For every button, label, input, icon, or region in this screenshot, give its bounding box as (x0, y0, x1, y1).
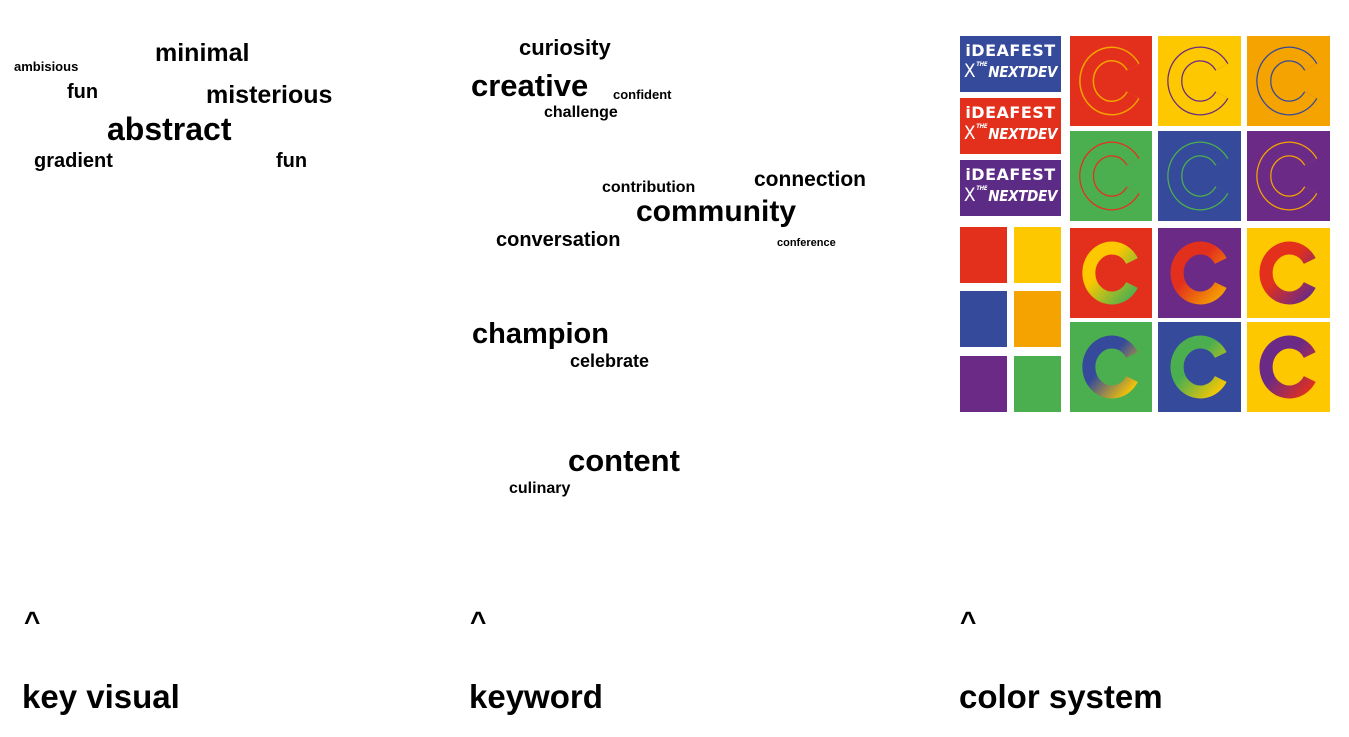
swatch-orange (1014, 291, 1061, 347)
key-visual-word-gradient: gradient (34, 150, 113, 172)
letter-c-gradient-icon (1070, 228, 1152, 318)
keyword-challenge: challenge (544, 104, 618, 121)
letter-c-outline-icon (1247, 36, 1330, 126)
key-visual-word-fun: fun (67, 81, 99, 103)
keyword-confident: confident (613, 87, 672, 102)
ideafest-logo-purple: iDEAFEST XTHENEXTDEV (960, 160, 1061, 216)
outline-c-tile-purple (1247, 131, 1330, 221)
letter-c-outline-icon (1070, 36, 1152, 126)
letter-c-gradient-icon (1070, 322, 1152, 412)
letter-c-gradient-icon (1158, 228, 1241, 318)
letter-c-gradient-icon (1158, 322, 1241, 412)
swatch-green (1014, 356, 1061, 412)
keyword-connection: connection (754, 168, 867, 191)
keyword-label: keyword (469, 678, 603, 715)
gradient-c-tile-yellow-2 (1247, 322, 1330, 412)
swatch-yellow (1014, 227, 1061, 283)
ideafest-logo-red: iDEAFEST XTHENEXTDEV (960, 98, 1061, 154)
key-visual-word-abstract: abstract (107, 111, 232, 147)
outline-c-tile-blue (1158, 131, 1241, 221)
key-visual-caret: ^ (24, 606, 41, 637)
outline-c-tile-red (1070, 36, 1152, 126)
outline-c-tile-yellow (1158, 36, 1241, 126)
keyword-contribution: contribution (602, 179, 696, 196)
color-system-caret: ^ (960, 606, 977, 637)
ideafest-logo-blue: iDEAFEST XTHENEXTDEV (960, 36, 1061, 92)
letter-c-gradient-icon (1247, 228, 1330, 318)
keyword-curiosity: curiosity (519, 35, 611, 60)
keyword-creative: creative (471, 68, 589, 103)
keyword-caret: ^ (470, 606, 487, 637)
swatch-purple (960, 356, 1007, 412)
keyword-conference: conference (777, 237, 836, 249)
keyword-celebrate: celebrate (570, 351, 650, 371)
gradient-c-tile-yellow (1247, 228, 1330, 318)
gradient-c-tile-green (1070, 322, 1152, 412)
keyword-champion: champion (472, 318, 609, 350)
outline-c-tile-orange (1247, 36, 1330, 126)
color-system-label: color system (959, 678, 1163, 715)
keyword-culinary: culinary (509, 480, 571, 497)
gradient-c-tile-red (1070, 228, 1152, 318)
key-visual-word-misterious: misterious (206, 81, 333, 109)
keyword-community: community (636, 195, 797, 228)
gradient-c-tile-purple (1158, 228, 1241, 318)
letter-c-gradient-icon (1247, 322, 1330, 412)
letter-c-outline-icon (1247, 131, 1330, 221)
swatch-blue (960, 291, 1007, 347)
keyword-conversation: conversation (496, 229, 621, 251)
letter-c-outline-icon (1070, 131, 1152, 221)
letter-c-outline-icon (1158, 131, 1241, 221)
swatch-red (960, 227, 1007, 283)
keyword-content: content (568, 443, 680, 478)
key-visual-word-ambisious: ambisious (14, 59, 79, 74)
key-visual-label: key visual (22, 678, 180, 715)
key-visual-word-minimal: minimal (155, 39, 250, 67)
letter-c-outline-icon (1158, 36, 1241, 126)
gradient-c-tile-blue (1158, 322, 1241, 412)
outline-c-tile-green (1070, 131, 1152, 221)
key-visual-word-fun-2: fun (276, 150, 308, 172)
